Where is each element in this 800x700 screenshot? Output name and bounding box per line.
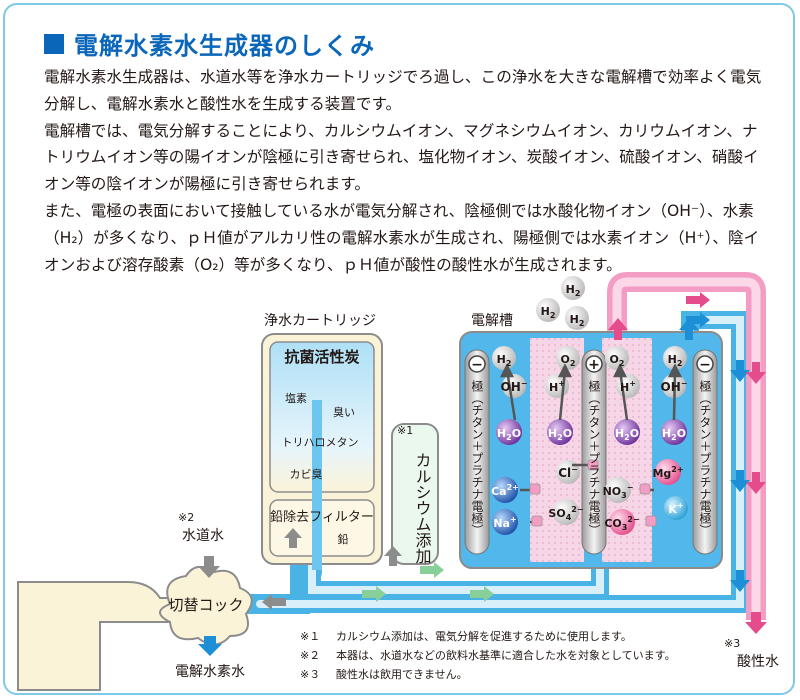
h2o-label: H2O — [615, 427, 639, 442]
page-title: 電解水素水生成器のしくみ — [44, 26, 375, 61]
h2-bubble — [536, 298, 560, 322]
chlorine-label: 塩素 — [285, 391, 307, 405]
o2-label: O2 — [610, 353, 625, 368]
tap-note-mark: ※2 — [178, 511, 194, 524]
ca-label: Ca2+ — [491, 483, 519, 498]
mg-label: Mg2+ — [652, 465, 683, 480]
h2-bubble-label: H2 — [570, 313, 585, 328]
no3-ion — [605, 477, 631, 503]
intro-paragraph-3: また、電極の表面において接触している水が電気分解され、陰極側では水酸化物イオン（… — [44, 201, 760, 274]
k-label: K+ — [668, 501, 683, 516]
cathode-left-sign — [468, 355, 486, 373]
oh-label: OH− — [661, 379, 688, 394]
oh-label: OH− — [501, 379, 528, 394]
cathode-right-sign — [696, 355, 714, 373]
switch-cock[interactable] — [159, 565, 253, 646]
calcium-label: カルシウム添加 — [413, 452, 432, 564]
mg-ion — [655, 459, 681, 485]
cathode-right-minus: − — [699, 357, 711, 373]
cartridge — [261, 333, 383, 570]
trihalomethane-label: トリハロメタン — [282, 436, 359, 449]
cl-label: Cl− — [558, 465, 578, 480]
antibacterial-carbon-label: 抗菌活性炭 — [284, 348, 359, 366]
cathode-left-minus: − — [471, 357, 483, 373]
calcium-note-mark: ※1 — [397, 424, 413, 437]
h2o-label: H2O — [662, 427, 686, 442]
h2o-molecule — [496, 419, 522, 445]
electrolyzer-tank — [459, 331, 723, 569]
calcium-cartridge — [391, 423, 439, 565]
o2-ion — [556, 346, 580, 370]
co3-label: CO32− — [604, 515, 639, 532]
faucet — [17, 581, 191, 691]
o2-ion — [605, 346, 629, 370]
cathode-left-label: 極（チタン＋プラチナ電極） — [470, 379, 484, 536]
ca-ion — [492, 477, 518, 503]
odor-label: 臭い — [333, 405, 355, 419]
h2o-molecule — [661, 419, 687, 445]
h2-bubble-label: H2 — [566, 283, 581, 298]
h-plus-label: H+ — [549, 379, 565, 394]
h2o-molecule — [614, 419, 640, 445]
footnote-2-mark: ※２ — [300, 649, 320, 662]
acid-water-label: 酸性水 — [737, 654, 779, 670]
o2-label: O2 — [561, 353, 576, 368]
flow-arrows — [198, 292, 767, 656]
k-ion — [664, 496, 688, 520]
so4-label: SO42− — [548, 505, 583, 522]
cartridge-label: 浄水カートリッジ — [264, 313, 376, 329]
electrolyzer-label: 電解槽 — [471, 313, 513, 329]
intro-text: 電解水素水生成器は、水道水等を浄水カートリッジでろ過し、この浄水を大きな電解槽で… — [44, 64, 764, 278]
intro-paragraph-2: 電解槽では、電気分解することにより、カルシウムイオン、マグネシウムイオン、カリウ… — [44, 121, 759, 194]
h2-ion — [663, 346, 687, 370]
mold-odor-label: カビ臭 — [290, 467, 323, 481]
h2-label: H2 — [497, 353, 512, 368]
acid-note-mark: ※3 — [724, 637, 740, 650]
footnote-2-text: 本器は、水道水などの飲料水基準に適合した水を対象としています。 — [336, 648, 676, 662]
h-plus-label: H+ — [620, 379, 636, 394]
ion-movement-chips — [529, 459, 657, 527]
anode-label: 極（チタン＋プラチナ電極） — [587, 379, 601, 536]
lead-filter-label: 鉛除去フィルター — [270, 510, 374, 525]
hydrogen-water-label: 電解水素水 — [175, 664, 245, 680]
ion-movement-arrows — [499, 363, 683, 524]
h2-bubble — [561, 276, 585, 300]
so4-ion — [553, 499, 579, 525]
h2o-label: H2O — [548, 427, 572, 442]
footnote-3-mark: ※３ — [300, 668, 320, 681]
na-label: Na+ — [493, 515, 516, 530]
h2-bubble-label: H2 — [541, 305, 556, 320]
co3-ion — [609, 509, 635, 535]
h2o-molecule — [547, 419, 573, 445]
tap-water-label: 水道水 — [182, 528, 224, 544]
footnote-1-mark: ※１ — [300, 630, 320, 643]
heading-text: 電解水素水生成器のしくみ — [74, 32, 375, 60]
cathode-right-label: 極（チタン＋プラチナ電極） — [698, 379, 712, 536]
footnotes: ※１ カルシウム添加は、電気分解を促進するために使用します。 ※２ 本器は、水道… — [300, 629, 676, 681]
footnote-3-text: 酸性水は飲用できません。 — [336, 667, 468, 681]
h2o-label: H2O — [497, 427, 521, 442]
switch-cock-label: 切替コック — [168, 596, 243, 614]
na-ion — [492, 509, 518, 535]
no3-label: NO3− — [603, 483, 634, 500]
heading-square-icon — [44, 33, 64, 54]
outer-frame — [3, 3, 795, 695]
anode-plus: + — [588, 357, 600, 373]
intro-paragraph-1: 電解水素水生成器は、水道水等を浄水カートリッジでろ過し、この浄水を大きな電解槽で… — [44, 68, 762, 113]
lead-label: 鉛 — [338, 532, 349, 546]
anode-sign — [585, 355, 603, 373]
h2-label: H2 — [668, 353, 683, 368]
h2-bubble — [565, 306, 589, 330]
footnote-1-text: カルシウム添加は、電気分解を促進するために使用します。 — [336, 629, 632, 643]
h2-ion — [492, 346, 516, 370]
